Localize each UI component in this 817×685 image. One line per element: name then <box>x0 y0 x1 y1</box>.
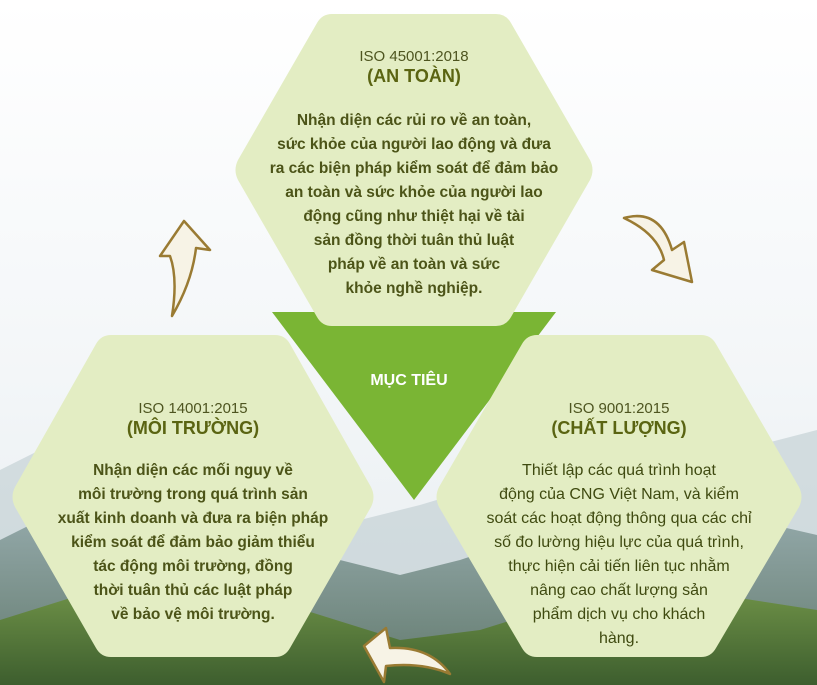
hexagon-quality <box>436 335 802 657</box>
quality-line: Thiết lập các quá trình hoạt <box>522 462 716 479</box>
hexagon-safety-text: ISO 45001:2018 (AN TOÀN) Nhận diện các r… <box>248 48 580 301</box>
arrow-left-bottom-icon <box>362 626 452 684</box>
safety-line: an toàn và sức khỏe của người lao <box>285 184 543 201</box>
safety-standard: ISO 45001:2018 <box>359 48 469 65</box>
safety-line: khỏe nghề nghiệp. <box>345 280 483 297</box>
quality-line: phẩm dịch vụ cho khách <box>532 606 706 623</box>
environment-line: xuất kinh doanh và đưa ra biện pháp <box>57 510 329 527</box>
quality-title: (CHẤT LƯỢNG) <box>551 418 687 438</box>
safety-line: pháp về an toàn và sức <box>327 256 501 273</box>
arrow-down-right-icon <box>622 214 694 284</box>
environment-line: môi trường trong quá trình sản <box>78 486 308 503</box>
safety-line: ra các biện pháp kiểm soát để đảm bảo <box>269 160 559 177</box>
environment-line: kiểm soát để đảm bảo giảm thiểu <box>71 534 315 551</box>
environment-standard: ISO 14001:2015 <box>138 400 248 417</box>
environment-line: tác động môi trường, đồng <box>93 558 293 575</box>
hexagon-safety <box>235 14 593 326</box>
safety-line: sản đồng thời tuân thủ luật <box>313 232 515 249</box>
quality-line: hàng. <box>598 630 640 647</box>
goal-label: MỤC TIÊU <box>370 372 448 389</box>
safety-line: Nhận diện các rủi ro về an toàn, <box>296 112 532 129</box>
quality-line: số đo lường hiệu lực của quá trình, <box>494 534 744 551</box>
hexagon-environment <box>12 335 374 657</box>
quality-line: thực hiện cải tiến liên tục nhằm <box>508 558 730 575</box>
safety-title: (AN TOÀN) <box>367 66 461 86</box>
safety-line: sức khỏe của người lao động và đưa <box>277 136 551 153</box>
quality-line: động của CNG Việt Nam, và kiểm <box>499 486 739 503</box>
arrow-up-left-icon <box>158 219 212 318</box>
hexagon-quality-text: ISO 9001:2015 (CHẤT LƯỢNG) Thiết lập các… <box>452 400 786 651</box>
hexagon-environment-text: ISO 14001:2015 (MÔI TRƯỜNG) Nhận diện cá… <box>28 400 358 627</box>
environment-title: (MÔI TRƯỜNG) <box>126 418 260 438</box>
quality-standard: ISO 9001:2015 <box>568 400 670 417</box>
quality-line: soát các hoạt động thông qua các chỉ <box>486 510 752 527</box>
environment-line: về bảo vệ môi trường. <box>111 606 275 623</box>
environment-line: Nhận diện các mối nguy về <box>93 462 293 479</box>
environment-line: thời tuân thủ các luật pháp <box>93 582 293 599</box>
quality-line: nâng cao chất lượng sản <box>530 582 708 599</box>
safety-line: động cũng như thiệt hại về tài <box>303 208 525 225</box>
